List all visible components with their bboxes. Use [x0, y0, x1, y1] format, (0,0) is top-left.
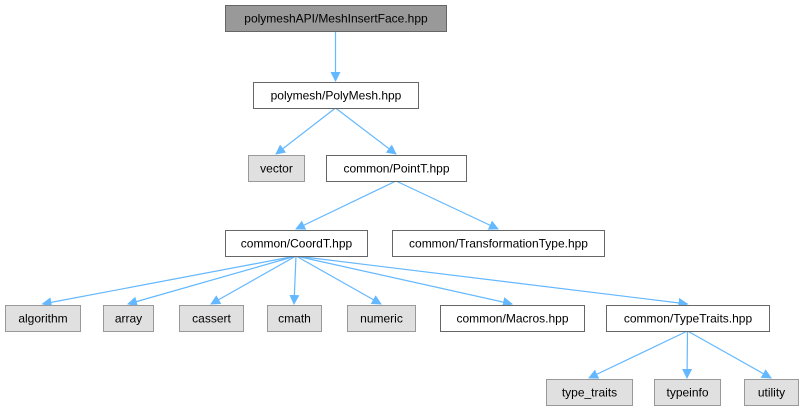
node-label-utility: utility [758, 386, 785, 400]
node-label-algorithm: algorithm [18, 312, 67, 326]
node-box-array [103, 305, 154, 332]
node-box-mesh_insert_face [225, 5, 447, 32]
node-point_t[interactable]: common/PointT.hpp [326, 155, 467, 182]
node-label-typeinfo: typeinfo [666, 386, 708, 400]
edge-type_traits_hpp-to-type_traits [588, 330, 688, 379]
node-transformation_type[interactable]: common/TransformationType.hpp [392, 230, 605, 257]
node-box-utility [744, 379, 799, 406]
edge-type_traits_hpp-to-utility [687, 330, 772, 379]
node-box-numeric [347, 305, 416, 332]
node-box-cmath [267, 305, 322, 332]
edge-coord_t-to-array [127, 255, 297, 307]
node-algorithm: algorithm [5, 305, 81, 332]
node-box-coord_t [225, 230, 368, 257]
node-macros[interactable]: common/Macros.hpp [440, 305, 585, 332]
node-box-vector [248, 155, 305, 182]
node-coord_t[interactable]: common/CoordT.hpp [225, 230, 368, 257]
node-label-cmath: cmath [278, 312, 311, 326]
node-label-numeric: numeric [360, 312, 403, 326]
node-box-macros [440, 305, 585, 332]
node-label-array: array [115, 312, 142, 326]
node-cassert: cassert [179, 305, 244, 332]
edge-point_t-to-coord_t [295, 180, 397, 230]
node-array: array [103, 305, 154, 332]
node-cmath: cmath [267, 305, 322, 332]
node-label-point_t: common/PointT.hpp [343, 162, 449, 176]
node-label-coord_t: common/CoordT.hpp [241, 237, 353, 251]
edge-poly_mesh-to-vector [275, 107, 336, 155]
node-label-vector: vector [260, 162, 293, 176]
node-label-macros: common/Macros.hpp [456, 312, 568, 326]
node-label-type_traits: type_traits [562, 386, 617, 400]
edge-point_t-to-transformation_type [395, 180, 499, 230]
node-box-cassert [179, 305, 244, 332]
node-mesh_insert_face[interactable]: polymeshAPI/MeshInsertFace.hpp [225, 5, 447, 32]
node-box-poly_mesh [253, 82, 419, 109]
edge-coord_t-to-cmath [289, 255, 300, 305]
node-utility: utility [744, 379, 799, 406]
node-label-poly_mesh: polymesh/PolyMesh.hpp [271, 89, 402, 103]
edge-poly_mesh-to-point_t [335, 107, 397, 155]
node-numeric: numeric [347, 305, 416, 332]
node-poly_mesh[interactable]: polymesh/PolyMesh.hpp [253, 82, 419, 109]
node-vector: vector [248, 155, 305, 182]
node-label-transformation_type: common/TransformationType.hpp [409, 237, 588, 251]
node-type_traits_hpp[interactable]: common/TypeTraits.hpp [606, 305, 770, 332]
node-type_traits: type_traits [546, 379, 633, 406]
node-box-point_t [326, 155, 467, 182]
edges-layer [41, 31, 772, 379]
node-box-type_traits [546, 379, 633, 406]
node-typeinfo: typeinfo [654, 379, 721, 406]
node-box-transformation_type [392, 230, 605, 257]
edge-type_traits_hpp-to-typeinfo [682, 330, 693, 379]
edge-coord_t-to-algorithm [41, 255, 297, 308]
nodes-layer: polymeshAPI/MeshInsertFace.hpp polymesh/P… [5, 5, 799, 406]
edge-coord_t-to-numeric [295, 255, 382, 305]
node-box-type_traits_hpp [606, 305, 770, 332]
node-label-type_traits_hpp: common/TypeTraits.hpp [624, 312, 753, 326]
node-box-algorithm [5, 305, 81, 332]
node-label-mesh_insert_face: polymeshAPI/MeshInsertFace.hpp [244, 12, 428, 26]
node-box-typeinfo [654, 379, 721, 406]
edge-coord_t-to-cassert [210, 255, 297, 305]
edge-coord_t-to-macros [295, 255, 513, 307]
node-label-cassert: cassert [192, 312, 231, 326]
edge-coord_t-to-type_traits_hpp [295, 255, 689, 308]
